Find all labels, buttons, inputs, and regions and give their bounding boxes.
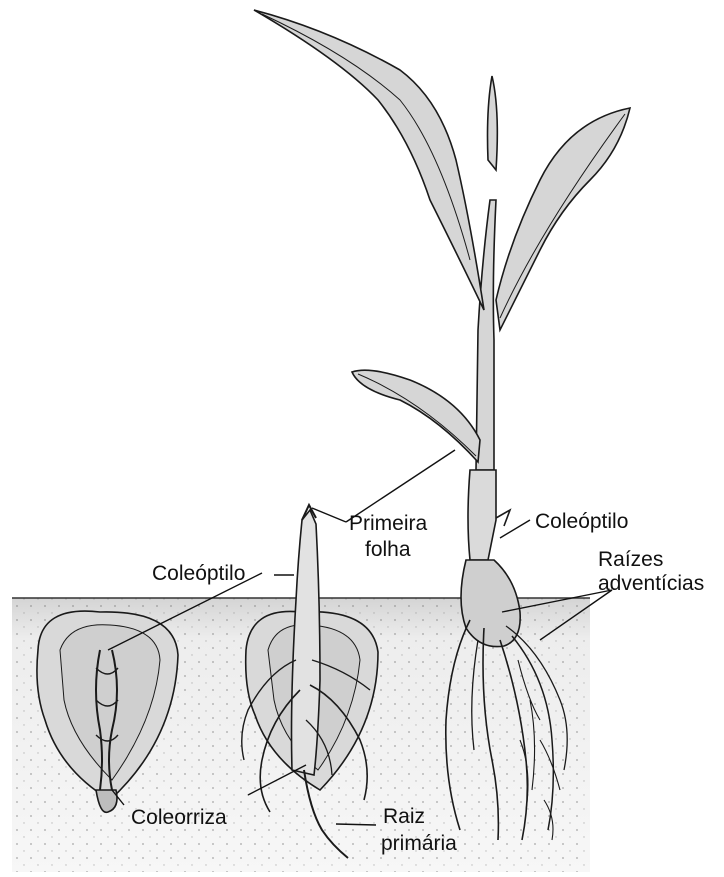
label-primaria: primária bbox=[381, 832, 457, 855]
label-coleoptilo-plant: Coleóptilo bbox=[535, 510, 628, 533]
label-raizes: Raízes bbox=[598, 548, 663, 571]
leader-primeira-folha-seedling bbox=[312, 508, 346, 522]
leader-raiz-primaria bbox=[336, 824, 376, 825]
label-primeira: Primeira bbox=[349, 512, 427, 535]
label-folha: folha bbox=[365, 538, 411, 561]
label-adventicias: adventícias bbox=[598, 572, 704, 595]
label-coleorriza: Coleorriza bbox=[131, 806, 227, 829]
label-coleoptilo-seed: Coleóptilo bbox=[152, 562, 245, 585]
label-raiz: Raiz bbox=[383, 805, 425, 828]
